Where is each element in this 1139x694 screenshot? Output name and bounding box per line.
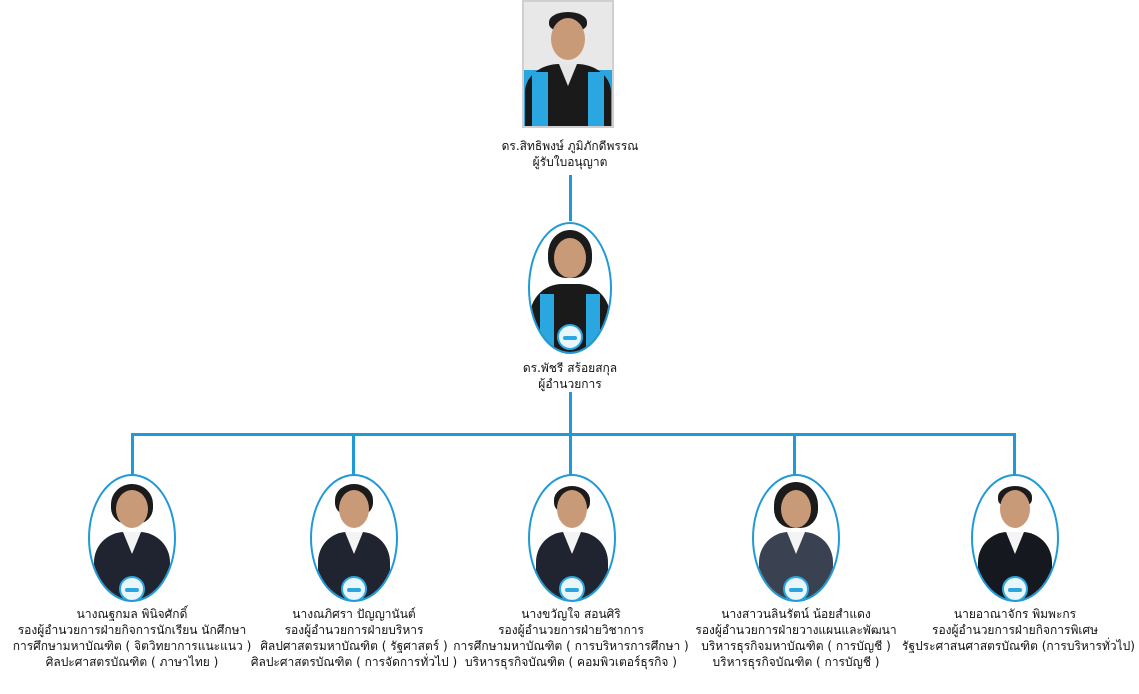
deputy-5-head: [1000, 490, 1030, 528]
deputy-4-name: นางสาวนลินรัตน์ น้อยสำแดง: [721, 607, 871, 621]
connector-drop-2: [352, 433, 355, 475]
deputy-4-shirt: [787, 532, 805, 554]
director-portrait: [528, 222, 612, 354]
deputy-2-position: รองผู้อำนวยการฝ่ายบริหาร: [284, 623, 424, 637]
deputy-1-school-emblem-icon: [119, 576, 145, 600]
deputy-2-portrait: [310, 474, 398, 602]
deputy-2-shirt: [345, 532, 363, 554]
deputy-1-label: นางณฐกมล พินิจศักดิ์ รองผู้อำนวยการฝ่ายก…: [2, 606, 262, 670]
deputy-3-school-emblem-icon: [559, 576, 585, 600]
connector-drop-5: [1013, 433, 1016, 475]
deputy-3-degree-1: การศึกษามหาบัณฑิต ( การบริหารการศึกษา ): [453, 639, 689, 653]
deputy-1-shirt: [123, 532, 141, 554]
licensee-name: ดร.สิทธิพงษ์ ภูมิภักดีพรรณ: [501, 139, 639, 153]
deputy-1-head: [116, 490, 148, 528]
connector-horizontal-bus: [131, 433, 1016, 436]
deputy-5-portrait: [971, 474, 1059, 602]
deputy-5-label: นายอาณาจักร พิมพะกร รองผู้อำนวยการฝ่ายกิ…: [902, 606, 1135, 654]
director-school-emblem-icon: [557, 324, 583, 350]
deputy-2-degree-1: ศิลปศาสตรมหาบัณฑิต ( รัฐศาสตร์ ): [260, 639, 448, 653]
deputy-4-figure: [754, 476, 838, 600]
deputy-4-head: [781, 490, 811, 528]
deputy-5-shirt: [1006, 532, 1024, 554]
deputy-3-degree-2: บริหารธุรกิจบัณฑิต ( คอมพิวเตอร์ธุรกิจ ): [465, 655, 677, 669]
deputy-1-figure: [90, 476, 174, 600]
deputy-4-label: นางสาวนลินรัตน์ น้อยสำแดง รองผู้อำนวยการ…: [670, 606, 922, 670]
deputy-1-position: รองผู้อำนวยการฝ่ายกิจการนักเรียน นักศึกษ…: [17, 623, 247, 637]
deputy-2-figure: [312, 476, 396, 600]
connector-licensee-director: [569, 175, 572, 221]
director-gown-stripe-left: [540, 294, 554, 352]
deputy-1-degree-2: ศิลปะศาสตรบัณฑิต ( ภาษาไทย ): [45, 655, 219, 669]
deputy-3-name: นางขวัญใจ สอนศิริ: [521, 607, 621, 621]
director-name: ดร.พัชรี สร้อยสกุล: [522, 361, 618, 375]
deputy-2-school-emblem-icon: [341, 576, 367, 600]
licensee-position: ผู้รับใบอนุญาต: [532, 155, 608, 169]
deputy-3-figure: [530, 476, 614, 600]
deputy-2-head: [339, 490, 369, 528]
connector-director-bus: [569, 392, 572, 434]
deputy-4-degree-2: บริหารธุรกิจบัณฑิต ( การบัญชี ): [712, 655, 880, 669]
deputy-5-degree-1: รัฐประศาสนศาสตรบัณฑิต (การบริหารทั่วไป): [902, 639, 1135, 653]
director-figure: [530, 224, 610, 352]
deputy-1-name: นางณฐกมล พินิจศักดิ์: [76, 607, 188, 621]
licensee-collar: [559, 64, 577, 86]
deputy-4-school-emblem-icon: [783, 576, 809, 600]
deputy-3-shirt: [563, 532, 581, 554]
deputy-4-degree-1: บริหารธุรกิจมหาบัณฑิต ( การบัญชี ): [701, 639, 891, 653]
deputy-4-portrait: [752, 474, 840, 602]
deputy-3-head: [557, 490, 587, 528]
deputy-2-name: นางณภิศรา ปัญญานันต์: [292, 607, 416, 621]
licensee-gown-stripe-left: [532, 72, 548, 126]
deputy-5-figure: [973, 476, 1057, 600]
director-label: ดร.พัชรี สร้อยสกุล ผู้อำนวยการ: [470, 360, 670, 392]
deputy-3-position: รองผู้อำนวยการฝ่ายวิชาการ: [498, 623, 644, 637]
director-head: [554, 238, 586, 278]
connector-drop-3: [569, 433, 572, 475]
deputy-2-degree-2: ศิลปะศาสตรบัณฑิต ( การจัดการทั่วไป ): [250, 655, 458, 669]
connector-drop-4: [793, 433, 796, 475]
deputy-3-label: นางขวัญใจ สอนศิริ รองผู้อำนวยการฝ่ายวิชา…: [440, 606, 702, 670]
deputy-4-position: รองผู้อำนวยการฝ่ายวางแผนและพัฒนา: [695, 623, 897, 637]
connector-drop-1: [131, 433, 134, 475]
deputy-3-portrait: [528, 474, 616, 602]
deputy-1-portrait: [88, 474, 176, 602]
licensee-label: ดร.สิทธิพงษ์ ภูมิภักดีพรรณ ผู้รับใบอนุญา…: [470, 138, 670, 170]
deputy-2-label: นางณภิศรา ปัญญานันต์ รองผู้อำนวยการฝ่ายบ…: [234, 606, 474, 670]
deputy-5-school-emblem-icon: [1002, 576, 1028, 600]
licensee-gown-stripe-right: [588, 72, 604, 126]
deputy-5-name: นายอาณาจักร พิมพะกร: [953, 607, 1077, 621]
licensee-photo: [522, 0, 614, 128]
deputy-5-position: รองผู้อำนวยการฝ่ายกิจการพิเศษ: [932, 623, 1098, 637]
director-position: ผู้อำนวยการ: [538, 377, 602, 391]
deputy-1-degree-1: การศึกษามหาบัณฑิต ( จิตวิทยาการแนะแนว ): [12, 639, 252, 653]
director-gown-stripe-right: [586, 294, 600, 352]
licensee-head: [551, 18, 585, 60]
licensee-figure: [524, 2, 612, 126]
